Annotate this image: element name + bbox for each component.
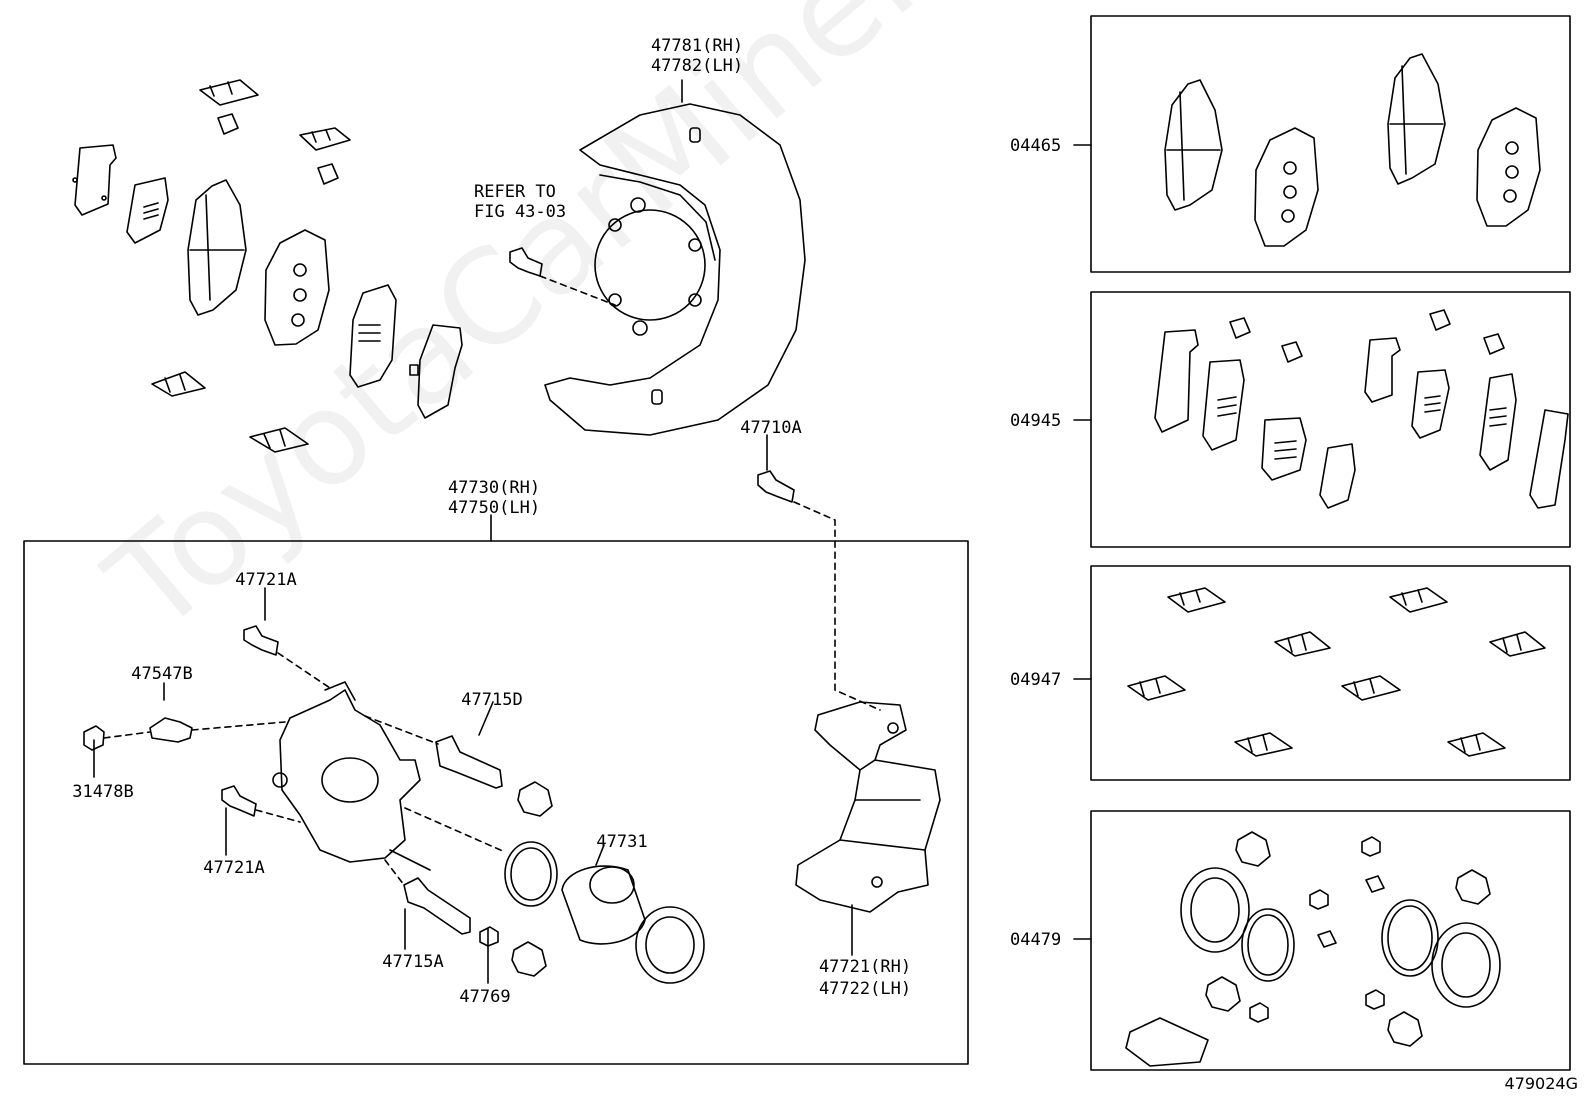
pad-shim-2 xyxy=(126,177,169,244)
kit-box-04479 xyxy=(1090,810,1571,1071)
label-caliper-lh: 47750(LH) xyxy=(447,498,541,518)
label-47547b: 47547B xyxy=(131,664,193,684)
label-refer-to: REFER TO xyxy=(474,182,556,202)
pin-boot-upper xyxy=(517,781,553,817)
label-47715d: 47715D xyxy=(461,690,523,710)
label-kit-04947: 04947 xyxy=(1010,670,1062,690)
kit-04947-clips xyxy=(1127,587,1546,757)
label-47769: 47769 xyxy=(459,987,511,1007)
cylinder-boot xyxy=(635,906,705,984)
label-47710a: 47710A xyxy=(740,418,802,438)
figure-id: 479024G xyxy=(1504,1074,1578,1093)
label-kit-04945: 04945 xyxy=(1010,411,1062,431)
label-47721a-bottom: 47721A xyxy=(203,858,265,878)
kit-04945-shims xyxy=(1154,309,1569,509)
slide-pin-47715a xyxy=(403,877,471,935)
disc-brake-dust-shield xyxy=(544,103,806,436)
bolt-47721a-top xyxy=(243,625,279,656)
pad-shim-1 xyxy=(72,144,117,216)
pin-boot-lower xyxy=(511,941,547,977)
pad-shim-3 xyxy=(349,284,397,388)
label-kit-04479: 04479 xyxy=(1010,930,1062,950)
kit-04465-pads xyxy=(1164,53,1541,247)
label-47731: 47731 xyxy=(596,832,648,852)
label-mount-lh: 47722(LH) xyxy=(818,979,912,999)
kit-04479-seals xyxy=(1125,831,1501,1067)
bolt-47721a-bottom xyxy=(221,785,257,817)
bleeder-cap xyxy=(83,725,105,751)
caliper-mounting-bracket xyxy=(795,701,941,913)
anti-squeal-clips xyxy=(151,79,351,453)
caliper-body xyxy=(272,681,421,863)
piston-seal xyxy=(504,841,558,907)
label-caliper-rh: 47730(RH) xyxy=(447,478,541,498)
label-shield-rh: 47781(RH) xyxy=(650,36,744,56)
label-47715a: 47715A xyxy=(382,952,444,972)
pad-shim-4 xyxy=(409,324,463,419)
label-47721a-top: 47721A xyxy=(235,570,297,590)
label-31478b: 31478B xyxy=(72,782,134,802)
caliper-assembly-box xyxy=(23,540,969,1065)
kit-box-04947 xyxy=(1090,565,1571,781)
brake-pad-inner xyxy=(264,229,330,346)
brake-pad-outer xyxy=(187,179,247,316)
slide-pin-47715d xyxy=(435,735,503,789)
bleeder-screw xyxy=(149,717,193,743)
shield-bolt xyxy=(509,247,543,277)
label-mount-rh: 47721(RH) xyxy=(818,957,912,977)
kit-box-04945 xyxy=(1090,291,1571,548)
label-refer-fig: FIG 43-03 xyxy=(474,202,567,222)
kit-box-04465 xyxy=(1090,15,1571,273)
label-kit-04465: 04465 xyxy=(1010,136,1062,156)
bolt-47710a xyxy=(757,470,795,503)
piston-47731 xyxy=(561,865,646,945)
label-shield-lh: 47782(LH) xyxy=(650,56,744,76)
bush-47769 xyxy=(479,926,499,947)
